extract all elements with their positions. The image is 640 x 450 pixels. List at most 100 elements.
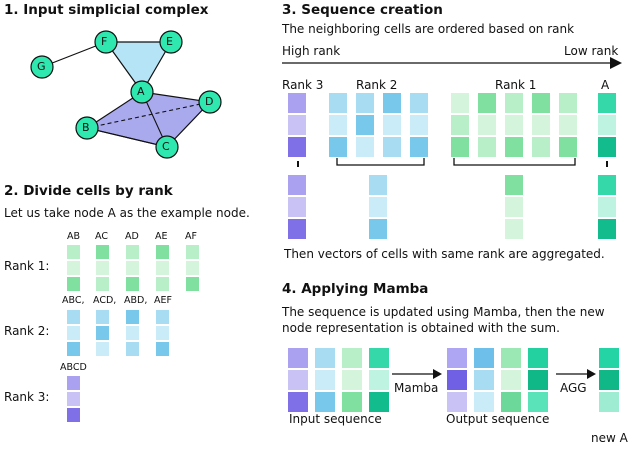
agg-rank1-cell-2 bbox=[505, 219, 523, 239]
section-3-intro: The neighboring cells are ordered based … bbox=[282, 22, 575, 36]
seq-rank3-cell-0 bbox=[288, 93, 306, 113]
input-3-cell-2 bbox=[369, 392, 389, 412]
rank1-vector-1-cell-2 bbox=[96, 277, 109, 291]
seq-rank1-0-cell-1 bbox=[451, 115, 469, 135]
edge-bc bbox=[86, 127, 168, 148]
rank1-vector-4-cell-0 bbox=[186, 245, 199, 259]
cell-label-ab: AB bbox=[67, 231, 81, 242]
output-0-cell-0 bbox=[447, 348, 467, 368]
input-2-cell-2 bbox=[342, 392, 362, 412]
output-2-cell-2 bbox=[501, 392, 521, 412]
new-a-cell-2 bbox=[599, 392, 619, 412]
input-1-cell-0 bbox=[315, 348, 335, 368]
seq-rank1-3-cell-2 bbox=[532, 137, 550, 157]
node-label-d: D bbox=[205, 95, 214, 108]
section-1-title: 1. Input simplicial complex bbox=[4, 2, 209, 18]
seq-rank1-4-cell-0 bbox=[559, 93, 577, 113]
agg-rank1-cell-1 bbox=[505, 197, 523, 217]
seq-rank1-1-cell-1 bbox=[478, 115, 496, 135]
seq-rank1-3-cell-1 bbox=[532, 115, 550, 135]
seq-rank2-1-cell-1 bbox=[356, 115, 374, 135]
seq-rank2-1-cell-2 bbox=[356, 137, 374, 157]
node-a bbox=[130, 80, 154, 104]
input-0-cell-2 bbox=[288, 392, 308, 412]
rank2-vector-0-cell-2 bbox=[67, 342, 80, 356]
rank1-vector-3-cell-2 bbox=[156, 277, 169, 291]
agg-arrow-head bbox=[587, 369, 596, 379]
new-a-cell-0 bbox=[599, 348, 619, 368]
rank3-vector-cell-0 bbox=[67, 376, 80, 390]
section-3-outro: Then vectors of cells with same rank are… bbox=[284, 247, 605, 261]
node-label-b: B bbox=[82, 121, 90, 134]
seq-rank1-0-cell-0 bbox=[451, 93, 469, 113]
seq-rank1-2-cell-2 bbox=[505, 137, 523, 157]
output-1-cell-1 bbox=[474, 370, 494, 390]
seq-rank2-0-cell-2 bbox=[329, 137, 347, 157]
triangle-aef bbox=[104, 41, 173, 94]
mamba-label: Mamba bbox=[394, 381, 439, 395]
seq-rank2-0-cell-0 bbox=[329, 93, 347, 113]
seq-rank1-2-cell-0 bbox=[505, 93, 523, 113]
input-2-cell-1 bbox=[342, 370, 362, 390]
agg-label: AGG bbox=[560, 381, 587, 395]
cell-label-aef: AEF bbox=[154, 295, 172, 306]
rank1-vector-1-cell-1 bbox=[96, 261, 109, 275]
rank1-vector-0-cell-2 bbox=[67, 277, 80, 291]
rank1-vector-1-cell-0 bbox=[96, 245, 109, 259]
rank1-vector-3-cell-0 bbox=[156, 245, 169, 259]
agg-rank2-cell-2 bbox=[369, 219, 387, 239]
section-4-title: 4. Applying Mamba bbox=[282, 281, 429, 297]
output-3-cell-2 bbox=[528, 392, 548, 412]
seq-node-cell-0 bbox=[598, 93, 616, 113]
agg-node-cell-2 bbox=[598, 219, 616, 239]
section-2-intro: Let us take node A as the example node. bbox=[4, 206, 250, 220]
output-0-cell-1 bbox=[447, 370, 467, 390]
input-sequence-label: Input sequence bbox=[289, 412, 382, 426]
agg-rank1-cell-0 bbox=[505, 175, 523, 195]
output-0-cell-2 bbox=[447, 392, 467, 412]
input-1-cell-2 bbox=[315, 392, 335, 412]
rank-2-label: Rank 2: bbox=[4, 324, 50, 338]
seq-rank2-3-cell-1 bbox=[410, 115, 428, 135]
node-f bbox=[94, 30, 118, 54]
rank1-vector-4-cell-1 bbox=[186, 261, 199, 275]
seq-rank2-1-cell-0 bbox=[356, 93, 374, 113]
node-label-c: C bbox=[162, 140, 170, 153]
node-label-e: E bbox=[166, 35, 173, 48]
seq-rank-1-label: Rank 1 bbox=[495, 78, 537, 92]
agg-rank2-cell-1 bbox=[369, 197, 387, 217]
seq-rank1-3-cell-0 bbox=[532, 93, 550, 113]
output-3-cell-0 bbox=[528, 348, 548, 368]
seq-rank1-1-cell-2 bbox=[478, 137, 496, 157]
bracket-rank1 bbox=[453, 158, 576, 166]
seq-rank3-cell-1 bbox=[288, 115, 306, 135]
output-2-cell-1 bbox=[501, 370, 521, 390]
agg-rank3-cell-2 bbox=[288, 219, 306, 239]
rank2-vector-2-cell-0 bbox=[126, 310, 139, 324]
node-label-g: G bbox=[37, 60, 46, 73]
simplicial-complex bbox=[30, 30, 222, 159]
rank1-vector-3-cell-1 bbox=[156, 261, 169, 275]
seq-rank2-2-cell-1 bbox=[383, 115, 401, 135]
agg-rank3-cell-1 bbox=[288, 197, 306, 217]
cell-label-acd: ACD, bbox=[93, 295, 117, 306]
rank1-vector-2-cell-0 bbox=[126, 245, 139, 259]
seq-node-cell-1 bbox=[598, 115, 616, 135]
output-sequence-label: Output sequence bbox=[446, 412, 550, 426]
bracket-rank2 bbox=[336, 158, 425, 166]
rank-arrow-head bbox=[610, 57, 622, 69]
cell-label-af: AF bbox=[185, 231, 197, 242]
section-2-title: 2. Divide cells by rank bbox=[4, 183, 173, 199]
node-label-a: A bbox=[137, 85, 145, 98]
output-1-cell-0 bbox=[474, 348, 494, 368]
seq-rank1-0-cell-2 bbox=[451, 137, 469, 157]
seq-rank2-2-cell-2 bbox=[383, 137, 401, 157]
output-1-cell-2 bbox=[474, 392, 494, 412]
seq-rank2-2-cell-0 bbox=[383, 93, 401, 113]
seq-rank-2-label: Rank 2 bbox=[356, 78, 398, 92]
node-g bbox=[30, 55, 54, 79]
input-0-cell-0 bbox=[288, 348, 308, 368]
rank3-vector-cell-2 bbox=[67, 408, 80, 422]
agg-rank3-cell-0 bbox=[288, 175, 306, 195]
